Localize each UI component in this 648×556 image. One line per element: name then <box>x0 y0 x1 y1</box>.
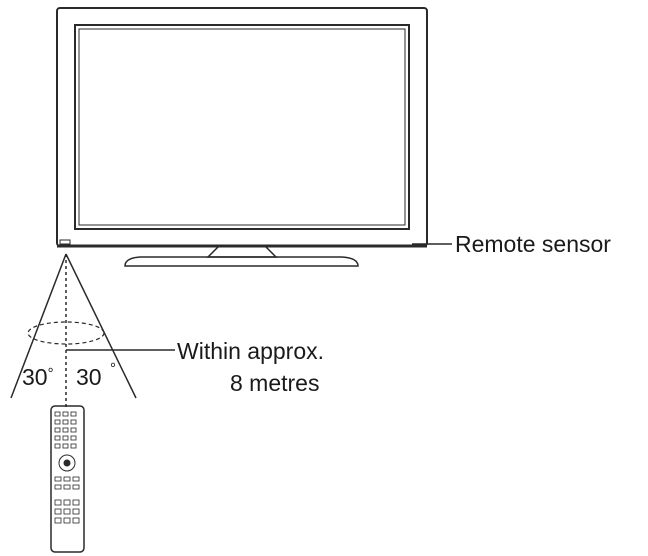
angle-left-value: 30 <box>22 364 48 390</box>
remote-buttons-bottom <box>54 476 80 524</box>
remote-buttons-top <box>54 411 77 449</box>
tv-icon <box>56 7 428 267</box>
tv-bezel <box>56 7 428 247</box>
tv-screen <box>74 24 410 230</box>
cone-left-edge <box>10 253 67 399</box>
remote-body <box>50 405 85 553</box>
angle-left-label: 30° <box>22 366 54 389</box>
tv-stand-neck <box>206 246 278 258</box>
range-label-line1: Within approx. <box>177 338 325 364</box>
remote-dpad <box>58 454 76 472</box>
tv-screen-inner <box>78 28 406 226</box>
cone-angle-ellipse <box>27 321 105 345</box>
angle-right-label: 30 <box>76 366 102 389</box>
range-label-line2: 8 metres <box>230 370 320 396</box>
signal-cone <box>10 253 175 410</box>
angle-right-degree: ° <box>110 360 116 377</box>
remote-control-icon <box>50 405 85 553</box>
remote-dpad-center <box>63 459 71 467</box>
remote-sensor-window <box>59 239 71 245</box>
tv-stand-base <box>124 256 359 267</box>
angle-right-value: 30 <box>76 364 102 390</box>
cone-right-edge <box>65 253 137 399</box>
angle-left-degree: ° <box>47 365 54 382</box>
remote-sensor-label: Remote sensor <box>455 231 611 257</box>
